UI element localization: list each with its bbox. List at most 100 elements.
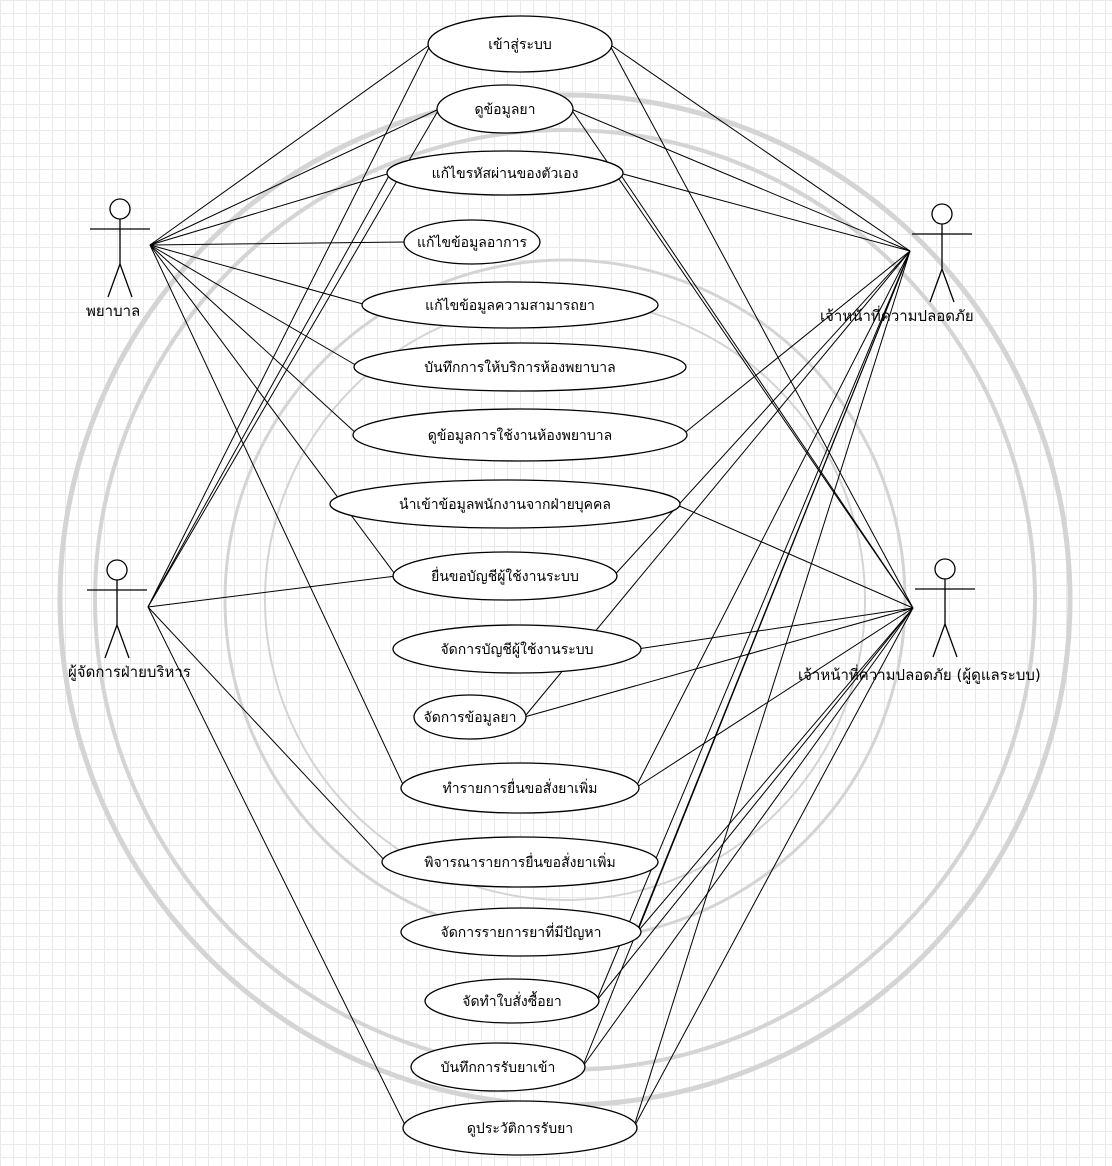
actor-right-leg xyxy=(119,263,133,298)
association-officer-request-account xyxy=(613,250,911,577)
actor-right-leg xyxy=(944,623,958,658)
association-manager-login xyxy=(147,43,432,608)
use-case-label: แก้ไขข้อมูลความสามารถยา xyxy=(425,297,595,314)
association-manager-view-drug xyxy=(147,108,440,608)
use-case-label: พิจารณารายการยื่นขอสั่งยาเพิ่ม xyxy=(424,853,616,871)
actor-head-icon xyxy=(109,198,131,220)
use-case-ellipse xyxy=(329,479,681,529)
use-case-import-employee: นำเข้าข้อมูลพนักงานจากฝ่ายบุคคล xyxy=(329,479,681,529)
use-case-make-order-request: ทำรายการยื่นขอสั่งยาเพิ่ม xyxy=(400,762,640,814)
association-officer-make-order-request xyxy=(634,250,911,789)
use-case-record-service: บันทึกการให้บริการห้องพยาบาล xyxy=(353,342,687,392)
actor-left-leg xyxy=(104,624,118,659)
use-case-ellipse xyxy=(381,836,659,888)
use-case-label: จัดการรายการยาที่มีปัญหา xyxy=(440,923,601,941)
actor-officer: เจ้าหน้าที่ความปลอดภัย xyxy=(820,203,974,325)
association-nurse-view-usage xyxy=(149,244,359,436)
use-case-ellipse xyxy=(436,84,574,134)
actor-nurse: พยาบาล xyxy=(86,198,150,320)
use-case-ellipse xyxy=(410,1042,586,1092)
use-case-ellipse xyxy=(400,762,640,814)
use-case-login: เข้าสู่ระบบ xyxy=(427,15,613,73)
use-case-ellipse xyxy=(427,15,613,73)
association-admin-import-employee xyxy=(674,503,914,609)
use-case-ellipse xyxy=(352,408,688,462)
association-admin-view-drug xyxy=(570,108,914,609)
actor-right-leg xyxy=(941,268,955,303)
use-case-view-drug: ดูข้อมูลยา xyxy=(436,84,574,134)
association-nurse-request-account xyxy=(149,244,397,577)
association-admin-manage-account xyxy=(637,607,914,650)
use-case-record-receive: บันทึกการรับยาเข้า xyxy=(410,1042,586,1092)
use-case-make-purchase-order: จัดทำใบสั่งซื้อยา xyxy=(424,978,600,1024)
association-officer-make-purchase-order xyxy=(595,250,911,1002)
actor-left-leg xyxy=(932,623,946,658)
use-case-ellipse xyxy=(353,342,687,392)
use-case-label: จัดการข้อมูลยา xyxy=(423,710,516,726)
use-case-label: จัดการบัญชีผู้ใช้งานระบบ xyxy=(440,641,593,658)
use-case-edit-drug-ability: แก้ไขข้อมูลความสามารถยา xyxy=(361,281,659,329)
use-case-change-password: แก้ไขรหัสผ่านของตัวเอง xyxy=(386,150,624,196)
actor-right-leg xyxy=(116,624,130,659)
association-nurse-edit-symptom xyxy=(149,241,407,246)
use-case-group: เข้าสู่ระบบดูข้อมูลยาแก้ไขรหัสผ่านของตัว… xyxy=(329,15,688,1156)
use-case-ellipse xyxy=(392,624,642,674)
use-case-label: บันทึกการรับยาเข้า xyxy=(441,1060,556,1076)
use-case-consider-order-request: พิจารณารายการยื่นขอสั่งยาเพิ่ม xyxy=(381,836,659,888)
actor-left-leg xyxy=(929,268,943,303)
association-admin-manage-drug xyxy=(524,607,914,718)
association-officer-view-drug xyxy=(570,108,911,252)
use-case-label: นำเข้าข้อมูลพนักงานจากฝ่ายบุคคล xyxy=(399,497,611,513)
use-case-ellipse xyxy=(400,907,642,957)
actor-label: พยาบาล xyxy=(86,302,140,320)
actor-admin: เจ้าหน้าที่ความปลอดภัย (ผู้ดูแลระบบ) xyxy=(798,558,1041,684)
association-admin-make-purchase-order xyxy=(596,607,914,1002)
association-admin-change-password xyxy=(619,172,914,609)
association-officer-login xyxy=(608,43,911,252)
actor-group: พยาบาลผู้จัดการฝ่ายบริหารเจ้าหน้าที่ความ… xyxy=(68,198,1041,684)
association-admin-make-order-request xyxy=(635,607,914,789)
use-case-manage-problem-drug: จัดการรายการยาที่มีปัญหา xyxy=(400,907,642,957)
association-manager-change-password xyxy=(147,172,391,608)
association-admin-manage-problem-drug xyxy=(637,607,914,933)
association-officer-view-receive-history xyxy=(633,250,911,1129)
use-case-ellipse xyxy=(386,150,624,196)
association-nurse-change-password xyxy=(149,172,391,246)
use-case-label: บันทึกการให้บริการห้องพยาบาล xyxy=(424,359,615,376)
association-admin-record-receive xyxy=(581,607,914,1068)
use-case-label: ดูประวัติการรับยา xyxy=(467,1121,573,1137)
use-case-ellipse xyxy=(403,219,541,265)
association-admin-login xyxy=(608,43,914,609)
use-case-label: แก้ไขรหัสผ่านของตัวเอง xyxy=(432,165,579,182)
use-case-ellipse xyxy=(413,694,527,740)
use-case-ellipse xyxy=(361,281,659,329)
actor-label: เจ้าหน้าที่ความปลอดภัย (ผู้ดูแลระบบ) xyxy=(798,664,1041,684)
association-officer-change-password xyxy=(619,172,911,252)
use-case-label: ดูข้อมูลการใช้งานห้องพยาบาล xyxy=(428,427,612,444)
use-case-manage-account: จัดการบัญชีผู้ใช้งานระบบ xyxy=(392,624,642,674)
use-case-view-receive-history: ดูประวัติการรับยา xyxy=(402,1100,638,1156)
use-case-edit-symptom: แก้ไขข้อมูลอาการ xyxy=(403,219,541,265)
association-nurse-record-service xyxy=(149,244,360,368)
association-manager-consider-order-request xyxy=(147,606,387,863)
actor-manager: ผู้จัดการฝ่ายบริหาร xyxy=(68,559,191,681)
association-nurse-view-drug xyxy=(149,108,440,246)
actor-label: เจ้าหน้าที่ความปลอดภัย xyxy=(820,305,974,325)
use-case-label: เข้าสู่ระบบ xyxy=(488,37,552,53)
use-case-ellipse xyxy=(424,978,600,1024)
use-case-ellipse xyxy=(402,1100,638,1156)
actor-left-leg xyxy=(107,263,121,298)
association-manager-request-account xyxy=(147,575,397,608)
association-nurse-login xyxy=(149,43,432,246)
use-case-manage-drug: จัดการข้อมูลยา xyxy=(413,694,527,740)
use-case-request-account: ยื่นขอบัญชีผู้ใช้งานระบบ xyxy=(392,551,618,601)
use-case-view-usage: ดูข้อมูลการใช้งานห้องพยาบาล xyxy=(352,408,688,462)
use-case-label: จัดทำใบสั่งซื้อยา xyxy=(462,991,561,1010)
association-officer-view-usage xyxy=(681,250,911,436)
association-manager-view-receive-history xyxy=(147,606,407,1129)
association-nurse-make-order-request xyxy=(149,244,406,789)
use-case-label: แก้ไขข้อมูลอาการ xyxy=(417,234,528,251)
use-case-label: ดูข้อมูลยา xyxy=(475,102,536,118)
association-admin-view-receive-history xyxy=(633,607,914,1129)
